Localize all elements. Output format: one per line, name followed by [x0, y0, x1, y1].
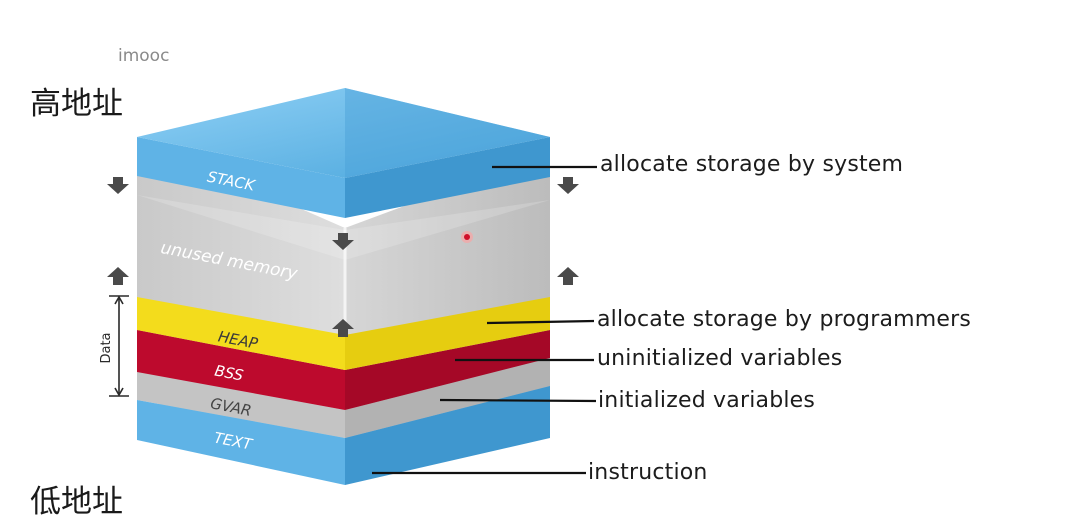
high-address-label: 高地址 [30, 78, 123, 123]
watermark: imooc [118, 46, 169, 66]
down-arrow-icon [107, 177, 129, 194]
heap-callout-text: allocate storage by programmers [597, 307, 971, 332]
stack-callout-text: allocate storage by system [600, 152, 903, 177]
gvar-callout-text: initialized variables [598, 388, 815, 413]
gvar-callout-line [440, 400, 596, 401]
up-arrow-icon [107, 267, 129, 285]
up-arrow-icon [557, 267, 579, 285]
bss-callout-text: uninitialized variables [597, 346, 842, 371]
down-arrow-icon [557, 177, 579, 194]
low-address-label: 低地址 [30, 476, 123, 521]
text-callout-text: instruction [588, 460, 708, 485]
laser-pointer-icon [461, 231, 473, 243]
data-bracket-label: Data [99, 332, 114, 363]
